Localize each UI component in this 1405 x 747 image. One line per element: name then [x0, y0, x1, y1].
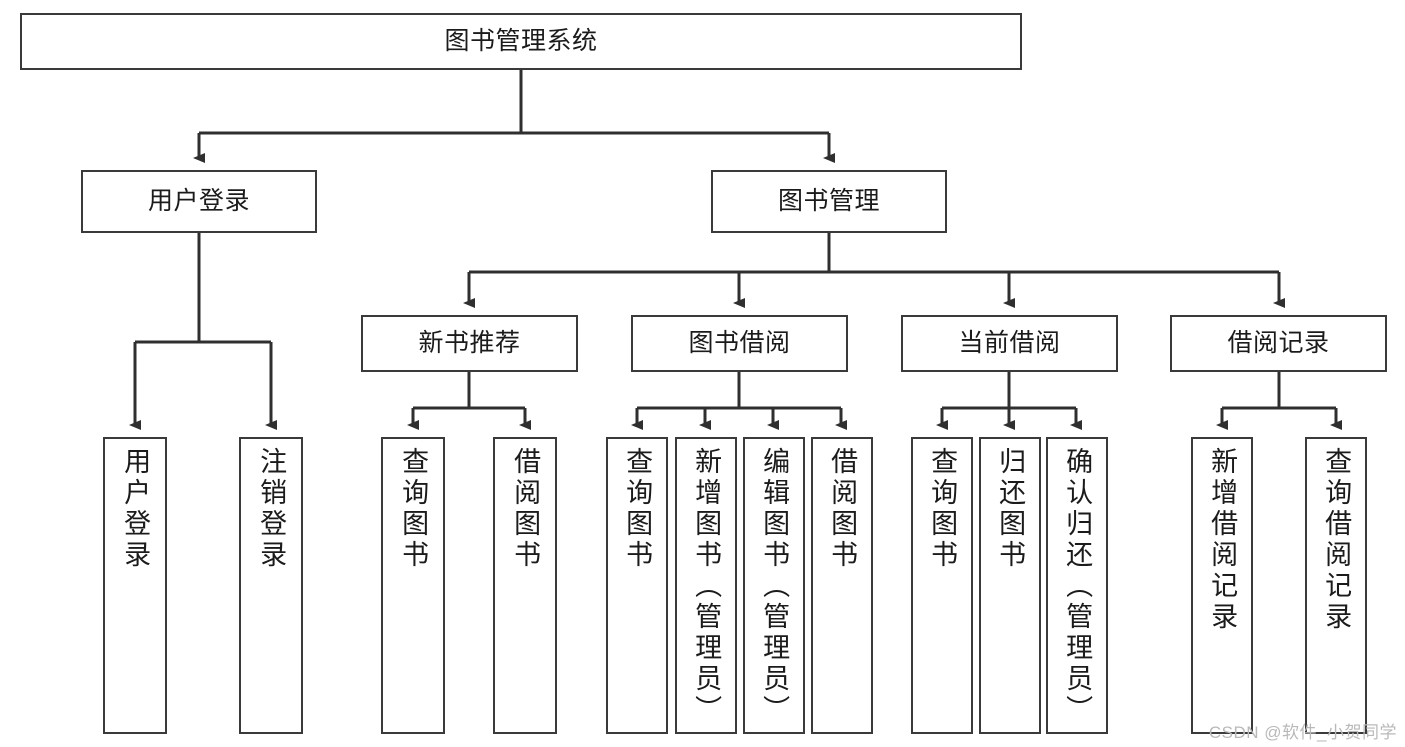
node-root-system[interactable]: 图书管理系统	[20, 13, 1022, 70]
node-label: 借阅图书	[827, 447, 858, 571]
node-label: 查询借阅记录	[1321, 447, 1352, 633]
node-book-management[interactable]: 图书管理	[711, 170, 947, 233]
leaf-user-login-signin[interactable]: 用户登录	[103, 437, 167, 734]
node-label: 注销登录	[256, 447, 287, 571]
leaf-current-borrow-return[interactable]: 归还图书	[979, 437, 1041, 734]
node-label: 图书管理系统	[444, 26, 598, 55]
node-user-login[interactable]: 用户登录	[81, 170, 317, 233]
leaf-book-borrow-add[interactable]: 新增图书（管理员）	[675, 437, 737, 734]
node-label: 查询图书	[622, 447, 653, 571]
node-label: 图书管理	[777, 186, 880, 215]
leaf-new-book-query[interactable]: 查询图书	[381, 437, 445, 734]
leaf-book-borrow-edit[interactable]: 编辑图书（管理员）	[743, 437, 805, 734]
node-label: 用户登录	[147, 186, 250, 215]
node-label: 用户登录	[120, 447, 151, 571]
node-label: 编辑图书（管理员）	[759, 447, 790, 726]
node-label: 新书推荐	[418, 328, 521, 357]
node-borrow-record[interactable]: 借阅记录	[1170, 315, 1387, 372]
node-label: 新增图书（管理员）	[691, 447, 722, 726]
node-label: 借阅记录	[1227, 328, 1330, 357]
node-label: 归还图书	[995, 447, 1026, 571]
node-label: 确认归还（管理员）	[1062, 447, 1093, 726]
csdn-watermark: CSDN @软件_小贺同学	[1208, 723, 1397, 742]
leaf-borrow-record-query[interactable]: 查询借阅记录	[1305, 437, 1367, 734]
leaf-borrow-record-add[interactable]: 新增借阅记录	[1191, 437, 1253, 734]
leaf-book-borrow-lend[interactable]: 借阅图书	[811, 437, 873, 734]
node-label: 查询图书	[927, 447, 958, 571]
node-label: 当前借阅	[958, 328, 1061, 357]
node-new-book-recommend[interactable]: 新书推荐	[361, 315, 578, 372]
leaf-current-borrow-query[interactable]: 查询图书	[911, 437, 973, 734]
node-label: 图书借阅	[688, 328, 791, 357]
node-current-borrow[interactable]: 当前借阅	[901, 315, 1118, 372]
node-label: 借阅图书	[510, 447, 541, 571]
node-book-borrow[interactable]: 图书借阅	[631, 315, 848, 372]
node-label: 查询图书	[398, 447, 429, 571]
node-label: 新增借阅记录	[1207, 447, 1238, 633]
leaf-current-borrow-confirm-return[interactable]: 确认归还（管理员）	[1046, 437, 1108, 734]
leaf-user-login-signout[interactable]: 注销登录	[239, 437, 303, 734]
leaf-new-book-borrow[interactable]: 借阅图书	[493, 437, 557, 734]
leaf-book-borrow-query[interactable]: 查询图书	[606, 437, 668, 734]
